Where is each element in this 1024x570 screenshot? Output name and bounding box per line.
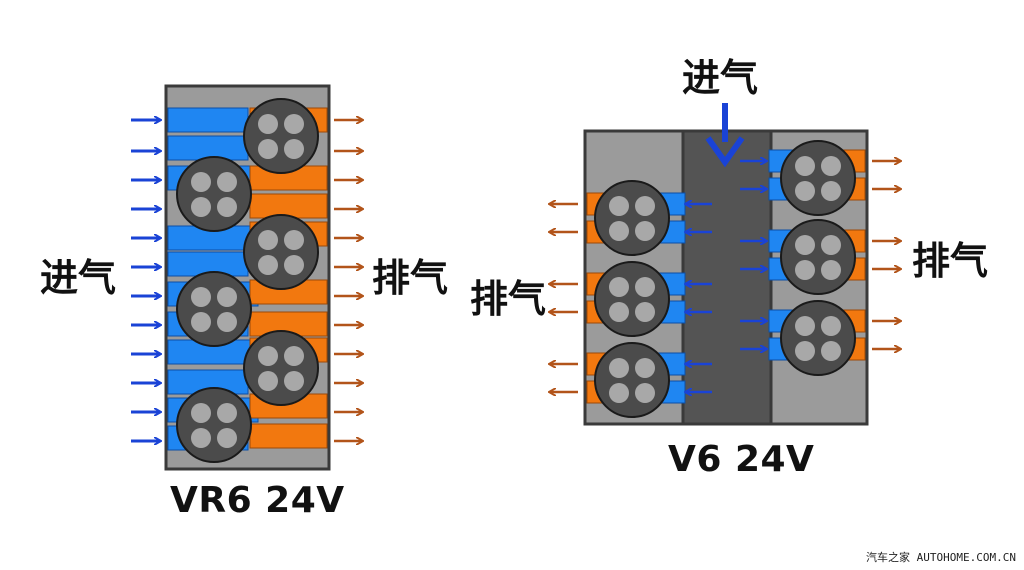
v6-cylinder <box>594 180 670 256</box>
v6-cylinder <box>780 219 856 295</box>
v6-exhaust-right-label: 排气 <box>912 239 989 283</box>
v6-title: V6 24V <box>668 439 815 480</box>
v6-top-intake-arrow <box>705 103 745 168</box>
v6-intake-label: 进气 <box>682 56 759 100</box>
vr6-cylinder <box>176 271 252 347</box>
vr6-exhaust-label: 排气 <box>372 256 449 300</box>
vr6-engine <box>131 84 362 471</box>
v6-valley <box>681 129 773 426</box>
v6-cylinder <box>780 300 856 376</box>
v6-valley-intake-arrows-right <box>740 161 766 349</box>
vr6-intake-arrows <box>131 120 160 441</box>
v6-right-cylinders <box>780 140 856 376</box>
v6-exhaust-left-label: 排气 <box>470 277 547 321</box>
v6-right-exhaust-arrows <box>872 161 900 349</box>
v6-cylinder <box>594 261 670 337</box>
vr6-cylinders <box>176 98 319 463</box>
vr6-intake-label: 进气 <box>40 256 117 300</box>
vr6-cylinder <box>176 156 252 232</box>
vr6-cylinder <box>243 98 319 174</box>
v6-cylinder <box>594 342 670 418</box>
v6-left-cylinders <box>594 180 670 418</box>
v6-engine <box>550 103 900 426</box>
v6-cylinder <box>780 140 856 216</box>
vr6-cylinder <box>176 387 252 463</box>
vr6-cylinder <box>243 214 319 290</box>
watermark: 汽车之家 AUTOHOME.COM.CN <box>866 551 1016 564</box>
vr6-title: VR6 24V <box>170 480 345 521</box>
vr6-cylinder <box>243 330 319 406</box>
vr6-exhaust-arrows <box>334 120 362 441</box>
v6-valley-intake-arrows-left <box>686 204 712 392</box>
v6-left-exhaust-arrows <box>550 204 578 392</box>
